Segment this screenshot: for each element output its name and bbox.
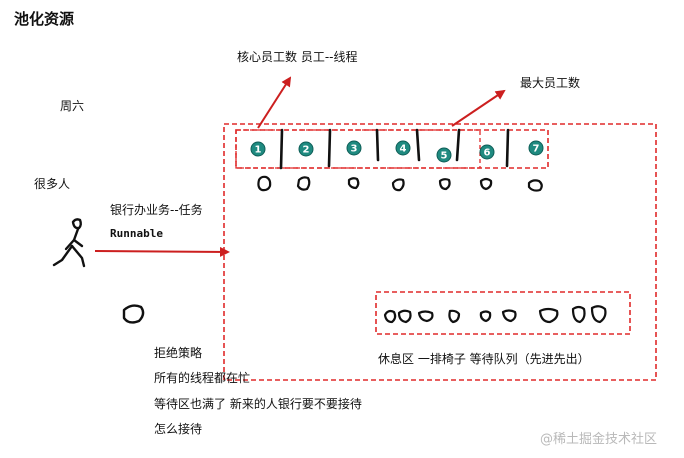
waiting-person	[383, 309, 397, 324]
counter-badge	[250, 141, 266, 157]
many-people-label: 很多人	[34, 177, 71, 191]
waiting-person	[501, 309, 517, 323]
saturday-label: 周六	[60, 99, 85, 113]
waiting-person	[448, 309, 461, 324]
staff-head	[438, 178, 451, 191]
waiting-person	[538, 307, 559, 324]
staff-head	[347, 177, 360, 190]
staff-heads	[257, 175, 543, 192]
bank-task-label: 银行办业务--任务	[110, 203, 203, 217]
counter-divider	[327, 128, 332, 168]
counter-badge	[395, 140, 411, 156]
waiting-area-box	[375, 291, 631, 335]
reject-policy-line: 怎么接待	[154, 422, 203, 436]
runnable-label: Runnable	[110, 227, 163, 240]
counter-badge	[346, 140, 362, 156]
staff-head	[296, 176, 311, 191]
counter-badges: 1 2 3 4 5 6 7	[250, 140, 544, 163]
max-staff-arrow	[451, 89, 506, 127]
counter-number: 3	[351, 144, 358, 155]
counter-divider	[505, 128, 510, 168]
counter-badge	[436, 147, 452, 163]
counter-divider	[415, 128, 421, 162]
waiting-person	[417, 310, 434, 323]
counter-divider	[455, 128, 461, 162]
counter-number: 4	[400, 144, 407, 155]
staff-head	[479, 177, 493, 191]
waiting-people	[383, 305, 607, 324]
staff-head	[257, 175, 272, 192]
task-arrow	[94, 246, 230, 257]
counter-number: 1	[255, 145, 262, 156]
core-staff-arrow	[257, 76, 292, 129]
counter-number: 6	[484, 148, 491, 159]
counter-divider	[375, 128, 380, 162]
counter-number: 7	[533, 144, 540, 155]
pool-boundary	[223, 123, 657, 381]
counter-badge	[528, 140, 544, 156]
core-staff-label: 核心员工数 员工--线程	[237, 50, 358, 64]
reject-policy-heading: 拒绝策略	[154, 346, 203, 360]
max-staff-label: 最大员工数	[520, 76, 581, 90]
counter-dividers	[279, 128, 510, 170]
waiting-person	[590, 305, 607, 324]
counter-badge	[479, 144, 495, 160]
reject-policy-line: 所有的线程都在忙	[154, 371, 251, 385]
reject-policy-line: 等待区也满了 新来的人银行要不要接待	[154, 397, 362, 411]
staff-head	[527, 179, 543, 192]
waiting-person	[479, 310, 492, 323]
counter-badge	[298, 141, 314, 157]
counter-divider	[279, 128, 284, 170]
waiting-person	[397, 309, 412, 324]
watermark: @稀土掘金技术社区	[540, 432, 658, 447]
counter-number: 2	[303, 145, 310, 156]
waiting-person	[571, 305, 586, 324]
page-title: 池化资源	[14, 10, 75, 28]
core-staff-box	[235, 129, 481, 169]
rejected-customer-head	[122, 304, 145, 324]
customer-stick-figure	[52, 218, 86, 268]
waiting-queue-label: 休息区 一排椅子 等待队列（先进先出）	[378, 352, 590, 366]
staff-head	[391, 178, 405, 192]
counter-number: 5	[441, 151, 448, 162]
